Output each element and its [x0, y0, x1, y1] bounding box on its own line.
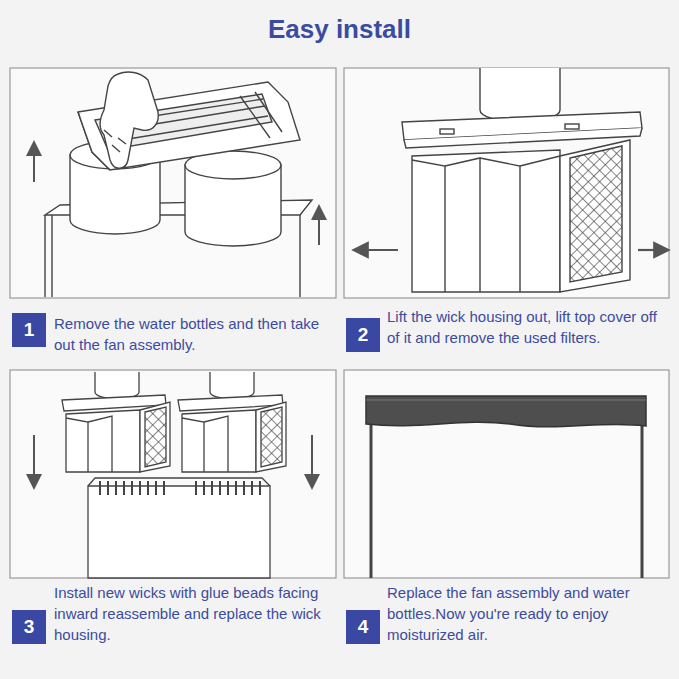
step-badge: 4	[346, 610, 380, 644]
caption-wrap: Replace the fan assembly and water bottl…	[387, 582, 669, 645]
left-arrow	[360, 249, 398, 251]
panel-frame	[10, 68, 336, 298]
step-number: 2	[358, 324, 369, 346]
caption-wrap: Install new wicks with glue beads facing…	[54, 582, 334, 645]
right-arrow	[638, 249, 662, 251]
step-badge: 2	[346, 318, 380, 352]
up-arrow	[33, 148, 35, 182]
base-comb	[100, 481, 260, 495]
step-caption: Replace the fan assembly and water bottl…	[387, 582, 669, 645]
caption-wrap: Lift the wick housing out, lift top cove…	[387, 306, 669, 348]
panel-frame	[344, 370, 669, 578]
step-number: 3	[24, 616, 35, 638]
down-arrow	[311, 435, 313, 482]
step-caption: Lift the wick housing out, lift top cove…	[387, 306, 669, 348]
step-badge: 3	[12, 610, 46, 644]
assembled-unit-drawing	[366, 396, 646, 578]
panel-frame	[10, 370, 336, 578]
up-arrow	[318, 212, 320, 245]
fan-removal-drawing	[45, 72, 312, 297]
panel-frame	[344, 68, 669, 298]
down-arrow	[33, 435, 35, 482]
wick-install-drawing	[62, 372, 286, 578]
title: Easy install	[268, 14, 411, 44]
step-number: 4	[358, 616, 369, 638]
step-caption: Install new wicks with glue beads facing…	[54, 582, 334, 645]
step-badge: 1	[12, 313, 46, 347]
caption-wrap: Remove the water bottles and then take o…	[54, 313, 334, 355]
step-number: 1	[24, 319, 35, 341]
step-caption: Remove the water bottles and then take o…	[54, 313, 334, 355]
title-wrap: Easy install	[0, 14, 679, 45]
wick-housing-drawing	[402, 68, 642, 292]
